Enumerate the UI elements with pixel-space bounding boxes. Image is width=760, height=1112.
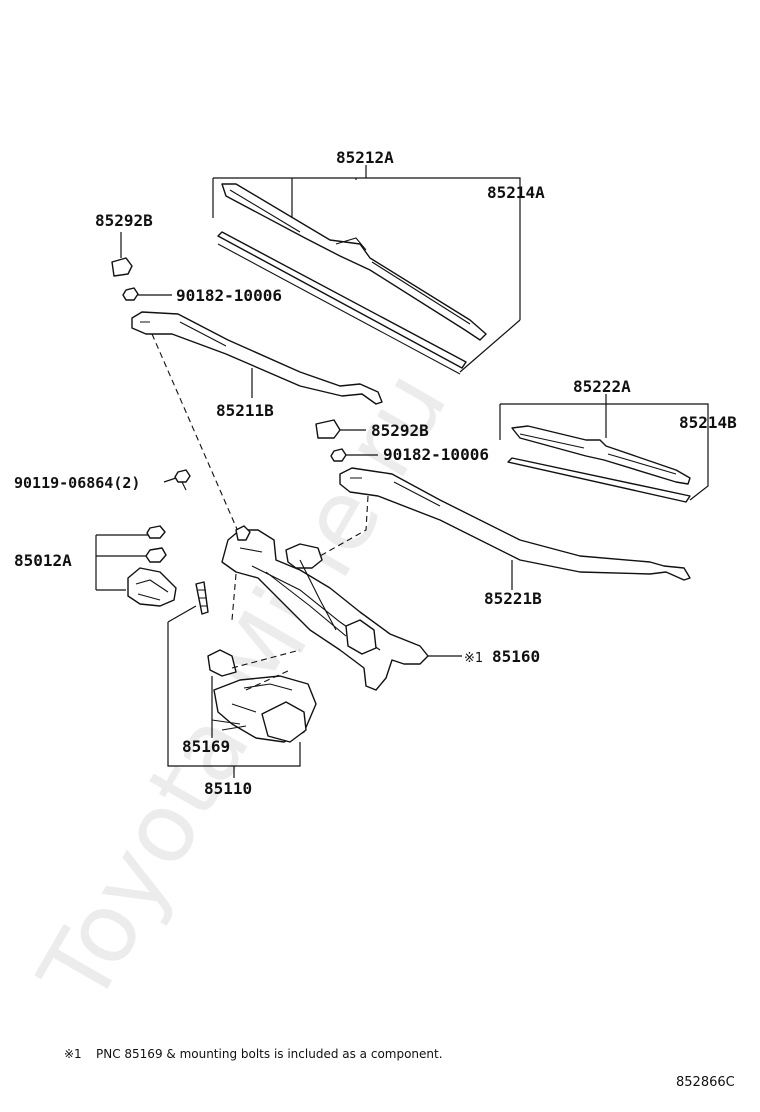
wiper-arm-left xyxy=(131,311,383,537)
label-85222A: 85222A xyxy=(573,377,631,396)
label-85214B: 85214B xyxy=(679,413,737,432)
label-90182-middle: 90182-10006 xyxy=(383,445,489,464)
cap-top xyxy=(111,232,133,277)
wiper-rubber-left xyxy=(217,231,467,369)
footnote-mark: ※1 xyxy=(64,1047,82,1061)
label-90182-top: 90182-10006 xyxy=(176,286,282,305)
wiper-blade-left xyxy=(221,183,487,341)
label-85110: 85110 xyxy=(204,779,252,798)
wiper-blade-right xyxy=(511,425,691,485)
label-85211B: 85211B xyxy=(216,401,274,420)
wiper-blade-left-group xyxy=(212,165,521,375)
label-85169: 85169 xyxy=(182,737,230,756)
label-90119: 90119-06864(2) xyxy=(14,474,140,492)
label-85012A: 85012A xyxy=(14,551,72,570)
wiper-blade-right-group xyxy=(499,394,709,503)
label-85221B: 85221B xyxy=(484,589,542,608)
label-85160: 85160 xyxy=(492,647,540,666)
label-85292B-top: 85292B xyxy=(95,211,153,230)
cap-middle xyxy=(315,419,366,439)
label-85212A: 85212A xyxy=(336,148,394,167)
bolt-90119 xyxy=(163,469,191,491)
label-85292B-middle: 85292B xyxy=(371,421,429,440)
diagram-code: 852866C xyxy=(676,1075,735,1090)
pivot-cap-group xyxy=(95,525,209,615)
label-85214A: 85214A xyxy=(487,183,545,202)
wiper-linkage xyxy=(221,525,462,691)
wiper-arm-right xyxy=(319,467,691,590)
footnote-text: PNC 85169 & mounting bolts is included a… xyxy=(96,1047,443,1061)
nut-middle xyxy=(330,448,378,462)
nut-top xyxy=(122,287,172,301)
wiper-motor-assembly xyxy=(167,605,317,778)
label-85160-mark: ※1 xyxy=(464,651,483,666)
wiper-rubber-right xyxy=(507,457,691,503)
